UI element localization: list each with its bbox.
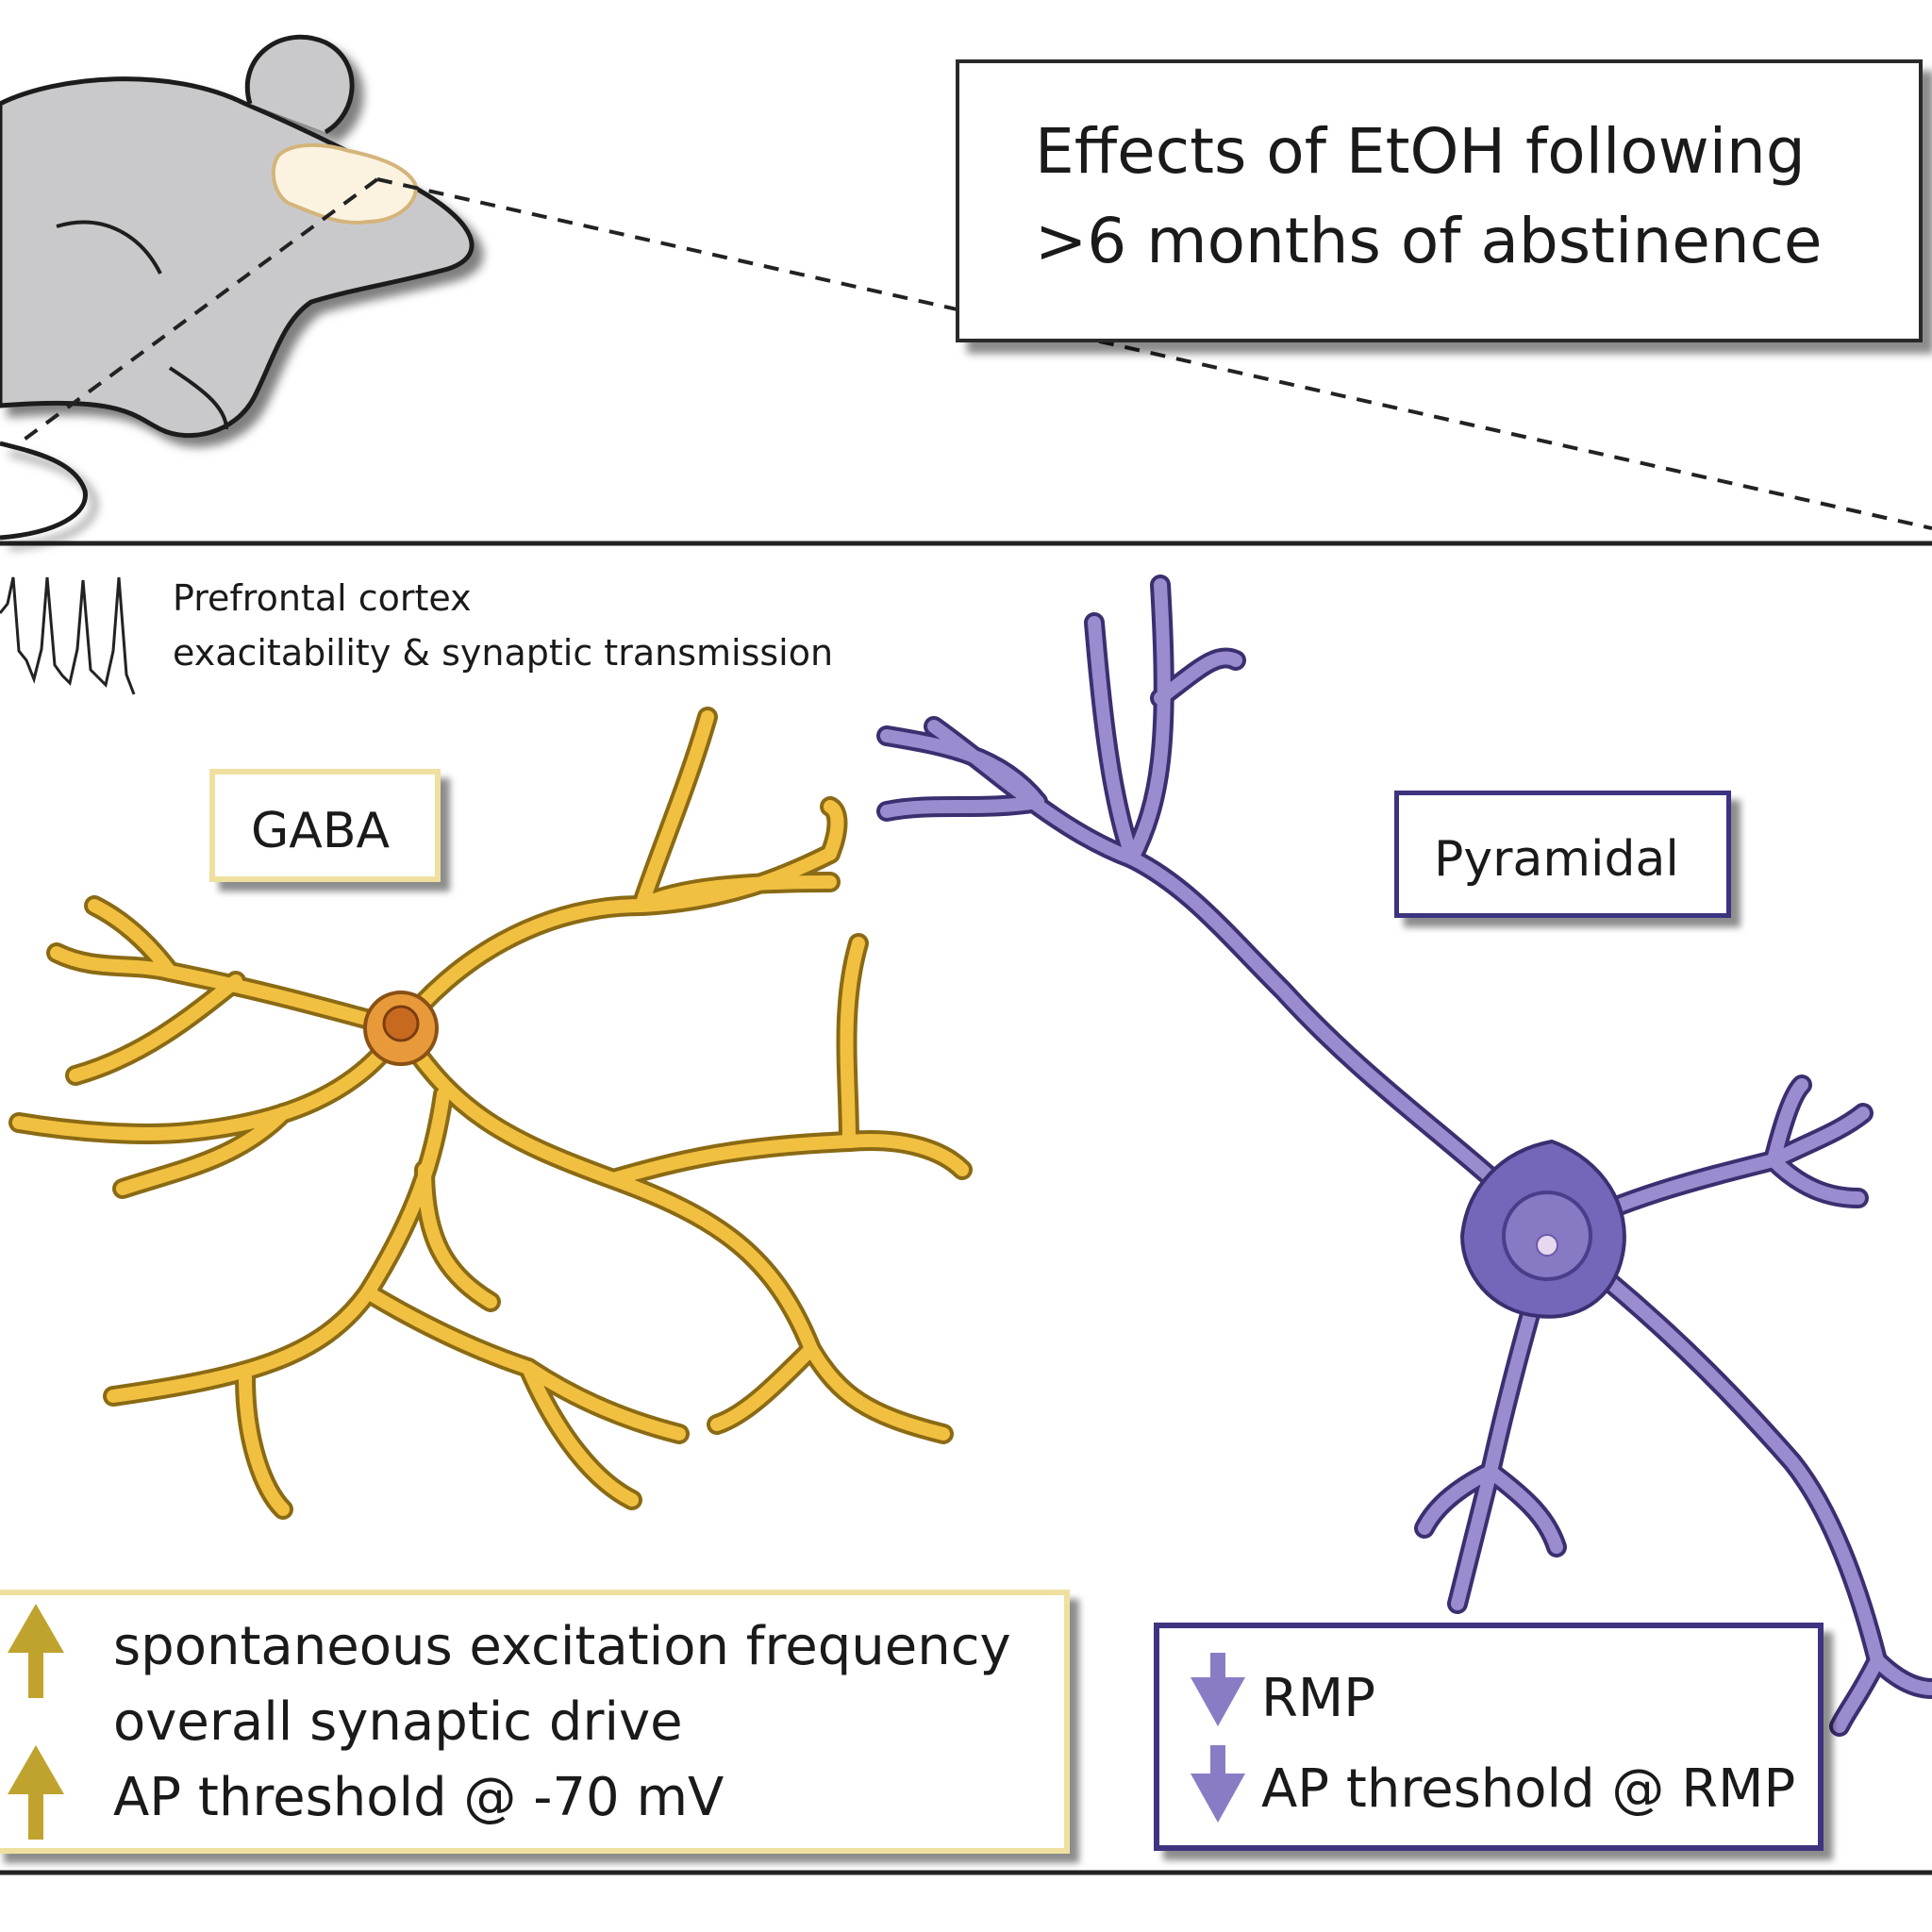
title-box: Effects of EtOH following >6 months of a…	[956, 59, 1923, 342]
gaba-effects-box: spontaneous excitation frequency overall…	[0, 1590, 1070, 1854]
pyramidal-effect-2: AP threshold @ RMP	[1261, 1758, 1796, 1820]
pyramidal-label: Pyramidal	[1434, 831, 1679, 888]
mouse-body-contour	[56, 220, 228, 430]
down-arrow-icon-1	[1191, 1653, 1245, 1726]
zoom-line-upper	[376, 177, 1932, 530]
gaba-neuron	[8, 707, 973, 1520]
title-line-2: >6 months of abstinence	[1035, 205, 1823, 277]
pyramidal-effect-1: RMP	[1261, 1668, 1375, 1729]
recording-trace-icon	[0, 576, 136, 695]
title-line-1: Effects of EtOH following	[1035, 115, 1806, 188]
pyramidal-effects-box: RMP AP threshold @ RMP	[1154, 1623, 1824, 1851]
recording-caption-line-1: Prefrontal cortex	[173, 577, 472, 619]
zoom-line-lower	[17, 177, 379, 445]
brain-region	[271, 142, 418, 225]
mouse-illustration	[0, 34, 475, 541]
down-arrow-icon-2	[1191, 1745, 1245, 1823]
pyramidal-neuron	[876, 575, 1932, 1737]
gaba-effect-3: AP threshold @ -70 mV	[113, 1767, 724, 1828]
recording-caption-line-2: exacitability & synaptic transmission	[173, 632, 834, 674]
up-arrow-icon-1	[8, 1604, 64, 1698]
gaba-effect-1: spontaneous excitation frequency	[113, 1616, 1011, 1677]
pyramidal-label-box: Pyramidal	[1394, 791, 1731, 918]
gaba-label: GABA	[251, 803, 391, 859]
gaba-effect-2: overall synaptic drive	[113, 1691, 683, 1753]
up-arrow-icon-2	[8, 1745, 64, 1840]
gaba-label-box: GABA	[209, 769, 441, 882]
